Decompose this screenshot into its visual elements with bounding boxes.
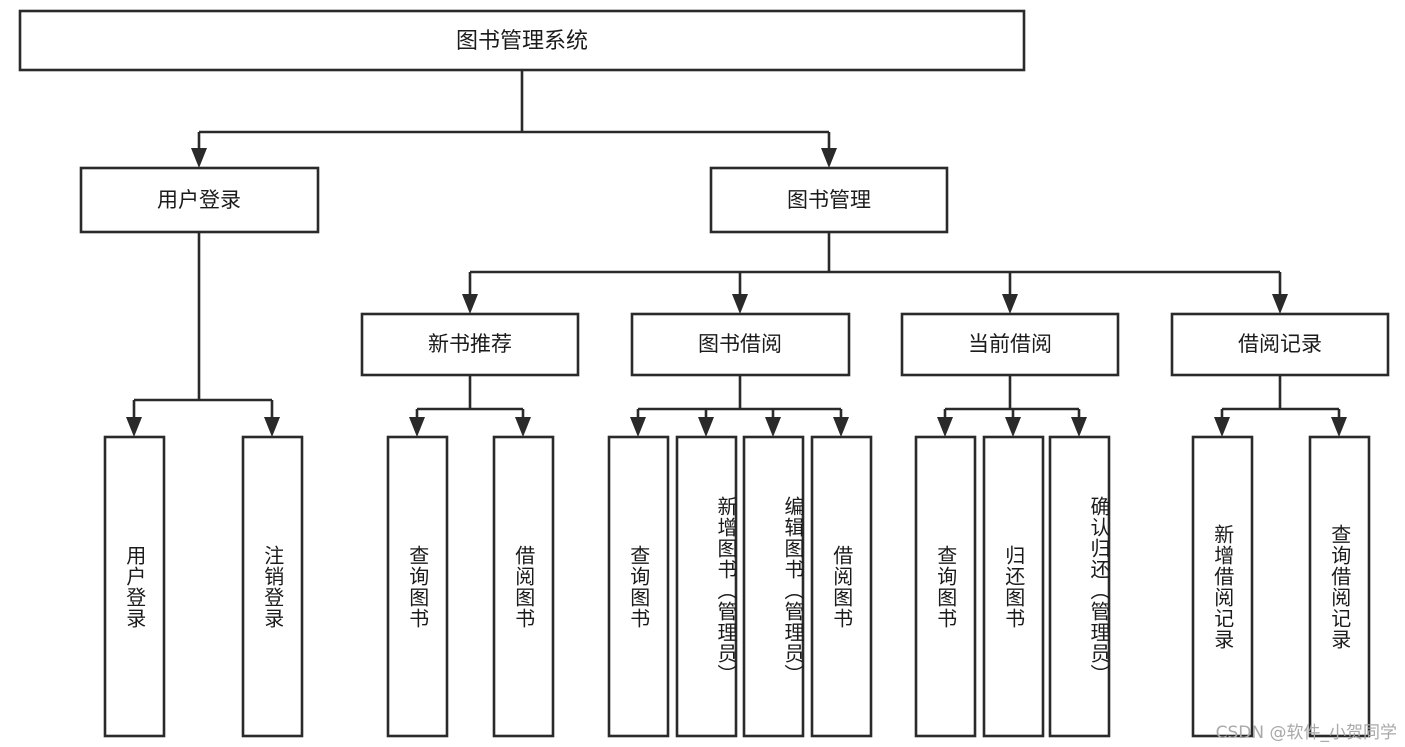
watermark-text: CSDN @软件_小贺同学 xyxy=(1215,723,1397,743)
arrow-head-icon xyxy=(409,417,425,437)
connector-user-login-to-leaves xyxy=(126,232,280,437)
node-leaf-borrow-book-1[interactable] xyxy=(492,435,555,738)
connector-current-borrow-to-leaves xyxy=(937,375,1087,437)
node-leaf-add-book[interactable] xyxy=(675,435,738,738)
arrow-head-icon xyxy=(515,417,531,437)
node-leaf-query-book-3[interactable] xyxy=(914,435,977,738)
arrow-head-icon xyxy=(1272,294,1288,314)
arrow-head-icon xyxy=(1005,417,1021,437)
node-new-book-recommend-label: 新书推荐 xyxy=(428,332,512,356)
arrow-head-icon xyxy=(1002,294,1018,314)
arrow-head-icon xyxy=(732,294,748,314)
node-leaf-query-book-2[interactable] xyxy=(607,435,670,738)
connector-new-book-recommend-to-leaves xyxy=(409,375,531,437)
arrow-head-icon xyxy=(765,417,781,437)
node-leaf-user-login[interactable] xyxy=(103,435,166,738)
connector-root-to-level2 xyxy=(191,70,837,168)
node-leaf-return-book[interactable] xyxy=(982,435,1045,738)
connector-book-borrow-to-leaves xyxy=(630,375,849,437)
arrow-head-icon xyxy=(191,148,207,168)
node-leaf-confirm-return[interactable] xyxy=(1048,435,1111,738)
node-book-borrow[interactable]: 图书借阅 xyxy=(630,312,851,377)
node-leaf-query-record[interactable] xyxy=(1308,435,1371,738)
node-leaf-borrow-book-2[interactable] xyxy=(810,435,873,738)
arrow-head-icon xyxy=(462,294,478,314)
node-root[interactable]: 图书管理系统 xyxy=(18,9,1026,72)
node-book-borrow-label: 图书借阅 xyxy=(698,332,782,356)
arrow-head-icon xyxy=(630,417,646,437)
node-current-borrow-label: 当前借阅 xyxy=(968,332,1052,356)
node-borrow-record[interactable]: 借阅记录 xyxy=(1170,312,1390,377)
node-book-manage[interactable]: 图书管理 xyxy=(709,166,949,234)
connector-borrow-record-to-leaves xyxy=(1214,375,1347,437)
node-leaf-add-record[interactable] xyxy=(1191,435,1254,738)
arrow-head-icon xyxy=(833,417,849,437)
arrow-head-icon xyxy=(126,417,142,437)
arrow-head-icon xyxy=(698,417,714,437)
node-leaf-query-book-1[interactable] xyxy=(386,435,449,738)
arrow-head-icon xyxy=(1214,417,1230,437)
node-borrow-record-label: 借阅记录 xyxy=(1238,332,1322,356)
node-root-label: 图书管理系统 xyxy=(456,29,588,54)
arrow-head-icon xyxy=(937,417,953,437)
node-user-login[interactable]: 用户登录 xyxy=(79,166,320,234)
node-new-book-recommend[interactable]: 新书推荐 xyxy=(360,312,580,377)
node-current-borrow[interactable]: 当前借阅 xyxy=(900,312,1120,377)
connector-book-manage-to-level3 xyxy=(462,232,1288,314)
arrow-head-icon xyxy=(1331,417,1347,437)
arrow-head-icon xyxy=(264,417,280,437)
arrow-head-icon xyxy=(821,148,837,168)
node-book-manage-label: 图书管理 xyxy=(787,188,871,212)
node-leaf-user-logout[interactable] xyxy=(241,435,304,738)
node-user-login-label: 用户登录 xyxy=(157,188,241,212)
arrow-head-icon xyxy=(1071,417,1087,437)
node-leaf-edit-book[interactable] xyxy=(742,435,805,738)
